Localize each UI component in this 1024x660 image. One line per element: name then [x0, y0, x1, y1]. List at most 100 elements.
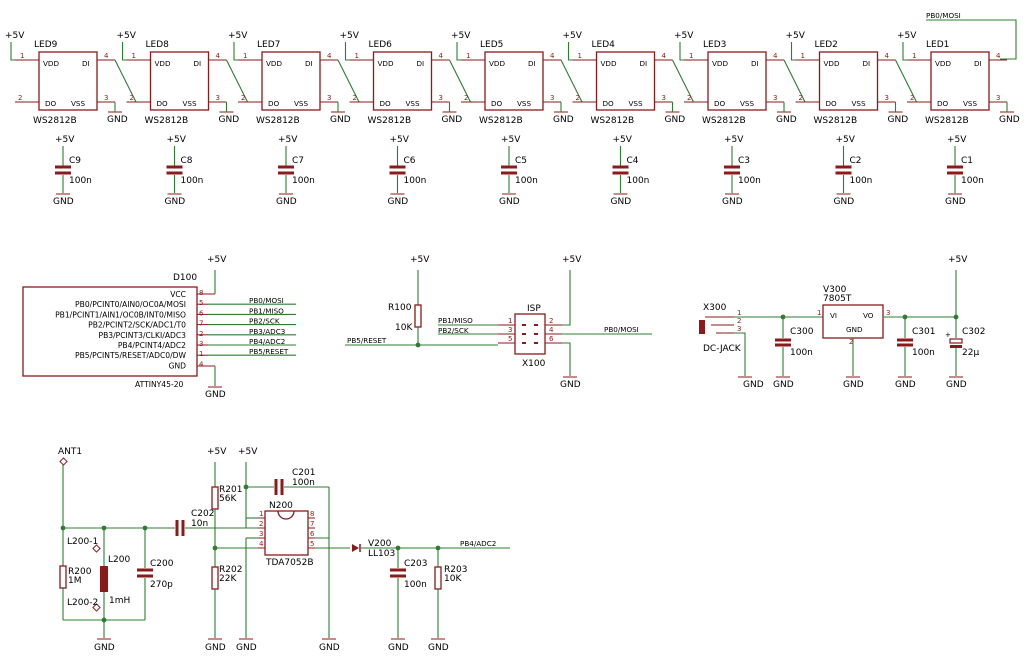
l200-value: 1mH: [109, 596, 130, 606]
c201-value: 100n: [292, 478, 315, 488]
data-link: [672, 59, 694, 103]
n200-pin-1: 1: [259, 510, 263, 518]
cap-ref: C9: [69, 156, 81, 166]
led-pin-num-2: 2: [687, 94, 691, 102]
cap-value: 100n: [961, 176, 984, 186]
led-vcc-label: +5V: [451, 31, 471, 41]
led-vcc-label: +5V: [563, 31, 583, 41]
c302-value: 22µ: [962, 348, 979, 358]
mcu-pin-label: PB4/PCINT4/ADC2: [118, 341, 186, 350]
reg-vi: VI: [830, 311, 837, 320]
mcu-net-label: PB1/MISO: [249, 306, 284, 315]
isp-ref: ISP: [527, 304, 541, 314]
mcu-net-label: PB5/RESET: [249, 347, 289, 356]
led-type: WS2812B: [368, 116, 412, 126]
c200-value: 270p: [150, 580, 173, 590]
isp-reset-net: PB5/RESET: [347, 336, 387, 345]
dc-jack-icon: [699, 320, 705, 334]
led-vcc-label: +5V: [786, 31, 806, 41]
n200-body: [264, 510, 309, 556]
cap-value: 100n: [69, 176, 92, 186]
c302-polarity-icon: +: [945, 331, 951, 339]
v200-value: LL103: [368, 549, 395, 559]
r200-value: 1M: [68, 576, 82, 586]
led-type: WS2812B: [925, 116, 969, 126]
n200-supply: +5V: [238, 447, 258, 457]
led-pin-vdd: VDD: [489, 59, 505, 68]
cap-vcc-label: +5V: [390, 135, 410, 145]
led-vcc-label: +5V: [674, 31, 694, 41]
c300-value: 100n: [790, 348, 813, 358]
led-vcc-label: +5V: [228, 31, 248, 41]
mcu-net-label: PB4/ADC2: [249, 337, 285, 346]
led-pin-vdd: VDD: [601, 59, 617, 68]
led-name: LED5: [480, 40, 503, 50]
led-vcc-label: +5V: [5, 31, 25, 41]
led-pin-do: DO: [937, 99, 949, 108]
isp-header-body: [514, 313, 546, 355]
data-link: [226, 59, 248, 103]
led-pin-num-2: 2: [464, 94, 468, 102]
led-body: [930, 51, 990, 111]
led-pin-vss: VSS: [740, 99, 754, 108]
led-pin-num-3: 3: [216, 94, 220, 102]
isp-pin-3: 3: [508, 326, 512, 334]
led-pin-num-2: 2: [130, 94, 134, 102]
led-pin-num-4: 4: [327, 52, 332, 60]
isp-pin-4: 4: [549, 326, 554, 334]
led-gnd-label: GND: [330, 115, 351, 125]
mcu-pin-num: 2: [199, 330, 203, 338]
cap-ref: C5: [515, 156, 527, 166]
c202-ref: C202: [191, 509, 214, 519]
led-pin-do: DO: [603, 99, 615, 108]
isp-pin-2: 2: [549, 317, 553, 325]
led-gnd-label: GND: [888, 115, 909, 125]
radio-out-net: PB4/ADC2: [460, 539, 496, 548]
antenna-icon: [59, 457, 68, 466]
mcu-ref: D100: [173, 273, 197, 283]
reg-vo: VO: [863, 311, 874, 320]
led-pin-num-2: 2: [799, 94, 803, 102]
led-pin-num-1: 1: [132, 52, 136, 60]
c300-ref: C300: [790, 327, 814, 337]
led-pin-num-4: 4: [104, 52, 109, 60]
jack-ref: X300: [703, 303, 727, 313]
c203-value: 100n: [404, 580, 427, 590]
l200-pin1: L200-1: [67, 537, 98, 547]
isp-sck-net: PB2/SCK: [438, 326, 469, 335]
led-pin-vss: VSS: [963, 99, 977, 108]
led-pin-num-1: 1: [578, 52, 582, 60]
vcc-wire: [10, 42, 15, 61]
led-body: [707, 51, 767, 111]
r201-value: 56K: [219, 494, 237, 504]
led-pin-num-1: 1: [801, 52, 805, 60]
isp-block: +5V R100 10K ISP X100 1 2 3 4 5 6 PB1/MI…: [345, 255, 652, 390]
cap-gnd-label: GND: [945, 197, 966, 207]
mcu-pin-num: 6: [199, 309, 204, 317]
c203-ref: C203: [404, 559, 427, 569]
cap-ref: C3: [738, 156, 750, 166]
c302-gnd: GND: [946, 380, 967, 390]
l200-tap2-icon: [92, 603, 101, 612]
led-pin-num-3: 3: [327, 94, 331, 102]
led-body: [818, 51, 879, 111]
mcu-pin-label: PB3/PCINT3/CLKI/ADC3: [99, 331, 187, 340]
led-pin-di: DI: [194, 59, 202, 68]
cap-value: 100n: [515, 176, 538, 186]
led-name: LED4: [592, 40, 616, 50]
led-pin-num-2: 2: [910, 94, 914, 102]
n200-pin-5: 5: [310, 540, 314, 548]
n200-pin-7: 7: [310, 520, 314, 528]
c202-value: 10n: [191, 519, 208, 529]
reg-pin-1: 1: [817, 309, 821, 317]
mcu-pin-num: 8: [199, 289, 203, 297]
r201-body: [211, 486, 219, 510]
led-type: WS2812B: [33, 116, 77, 126]
led-body: [372, 51, 433, 111]
r203-body: [434, 566, 442, 590]
led-type: WS2812B: [145, 116, 189, 126]
jack-pin-1: 1: [737, 309, 741, 317]
cap-ref: C7: [292, 156, 304, 166]
